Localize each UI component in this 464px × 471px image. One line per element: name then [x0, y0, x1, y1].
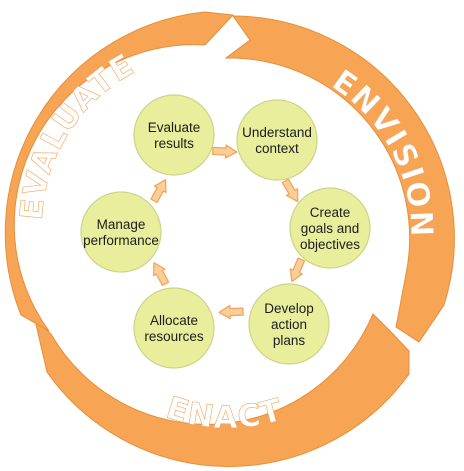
label-enact: ENACT	[162, 390, 287, 436]
node-label-line: performance	[83, 233, 159, 248]
outer-cycle-ring	[4, 11, 455, 467]
outer-arc-envision	[224, 15, 455, 343]
node-label-line: Manage	[97, 217, 146, 232]
cycle-arrow	[281, 178, 299, 203]
cycle-arrow	[212, 144, 238, 159]
node-circle	[133, 94, 215, 176]
node-label-line: Allocate	[150, 313, 198, 328]
node-label-line: Develop	[264, 301, 314, 316]
node-circle	[289, 187, 371, 269]
node-label-line: plans	[273, 333, 306, 348]
node-label-line: Understand	[242, 125, 312, 140]
node-label-line: context	[255, 141, 299, 156]
outer-arc-evaluate	[4, 11, 235, 332]
outer-arc-enact	[34, 313, 410, 467]
node-label-line: objectives	[300, 237, 360, 252]
cycle-arrow	[289, 257, 306, 283]
node-circle	[80, 191, 162, 273]
inner-cycle-nodes: EvaluateresultsUnderstandcontextCreatego…	[80, 94, 371, 369]
cycle-arrow	[218, 304, 244, 320]
inner-cycle-arrows	[150, 144, 306, 320]
node-circle	[248, 283, 330, 365]
node-label-line: Create	[310, 205, 351, 220]
node-circle	[133, 287, 215, 369]
node-label-line: goals and	[301, 221, 360, 236]
node-label-line: Evaluate	[148, 120, 201, 135]
cycle-arrow	[150, 179, 167, 204]
node-label-line: resources	[144, 329, 204, 344]
node-label-line: results	[154, 136, 194, 151]
cycle-arrow	[152, 262, 170, 287]
label-enact-text: ENACT	[162, 390, 286, 437]
node-label-line: action	[271, 317, 307, 332]
node-circle	[236, 99, 318, 181]
